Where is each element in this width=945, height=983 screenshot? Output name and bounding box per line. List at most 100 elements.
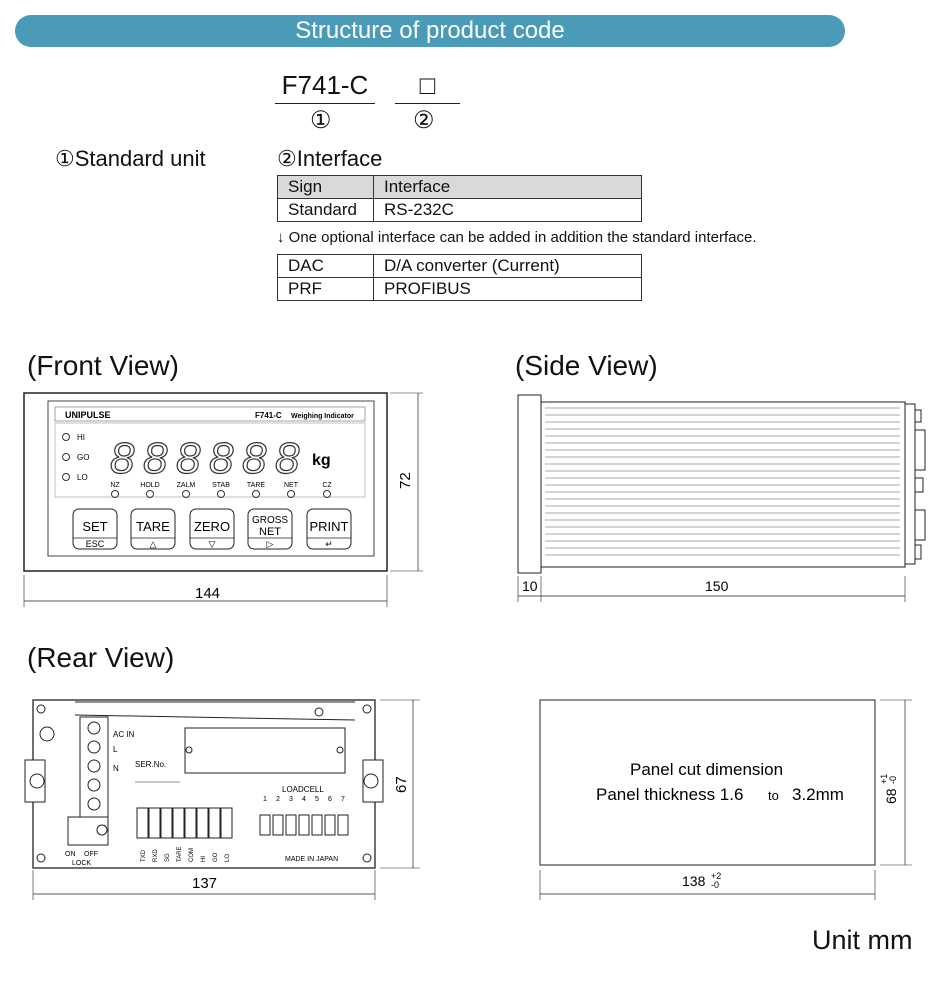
ser-no-label: SER.No. bbox=[135, 760, 166, 769]
model-name: F741-C bbox=[255, 411, 282, 420]
switch-on-label: ON bbox=[65, 851, 76, 858]
terminal-pin bbox=[136, 807, 149, 839]
status-label: TARE bbox=[247, 482, 265, 489]
switch-off-label: OFF bbox=[84, 851, 98, 858]
lamp-label: GO bbox=[77, 453, 89, 462]
panel-cut-drawing: Panel cut dimension Panel thickness 1.6 … bbox=[539, 699, 912, 900]
lamp-label: LO bbox=[77, 473, 88, 482]
terminal-pin bbox=[160, 807, 173, 839]
terminal-screw bbox=[87, 721, 101, 735]
panel-width-dim: 138 bbox=[682, 873, 706, 889]
loadcell-pin bbox=[337, 814, 349, 836]
key-tare-button: TARE △ bbox=[130, 508, 176, 550]
panel-height-tol-minus: -0 bbox=[888, 776, 898, 784]
panel-thickness-a: Panel thickness 1.6 bbox=[596, 785, 743, 804]
loadcell-pin-label: 3 bbox=[289, 796, 293, 803]
loadcell-pin bbox=[285, 814, 297, 836]
terminal-pin bbox=[172, 807, 185, 839]
key-body bbox=[72, 508, 118, 550]
status-lamp bbox=[287, 490, 295, 498]
display-digit: 8 bbox=[275, 434, 300, 483]
switch-lock-label: LOCK bbox=[72, 860, 91, 867]
display-digit: 8 bbox=[176, 434, 201, 483]
key-label: NET bbox=[259, 526, 281, 538]
interface-table: Sign Interface Standard RS-232C bbox=[277, 175, 642, 222]
section-banner: Structure of product code bbox=[15, 15, 845, 47]
brand-logo: UNIPULSE bbox=[65, 410, 111, 420]
product-code-option-box: □ bbox=[395, 70, 460, 104]
model-desc: Weighing Indicator bbox=[291, 413, 354, 420]
status-lamp bbox=[182, 490, 190, 498]
option-table: DAC D/A converter (Current) PRF PROFIBUS bbox=[277, 254, 642, 301]
key-label: TARE bbox=[136, 519, 170, 534]
terminal-pin-label: COM bbox=[189, 848, 195, 862]
side-view-drawing: 10 150 bbox=[517, 394, 926, 602]
key-label: PRINT bbox=[310, 519, 349, 534]
loadcell-pin-label: 7 bbox=[341, 796, 345, 803]
key-sub-label: ↵ bbox=[325, 539, 333, 549]
front-view-drawing: UNIPULSE F741-C Weighing Indicator HI GO L… bbox=[23, 392, 423, 607]
terminal-pin-label: RXD bbox=[153, 849, 159, 862]
key-label: ZERO bbox=[194, 519, 230, 534]
table-cell: PROFIBUS bbox=[373, 277, 642, 301]
interface-note: ↓ One optional interface can be added in… bbox=[277, 229, 757, 246]
terminal-screw bbox=[87, 759, 101, 773]
panel-cut-title: Panel cut dimension bbox=[630, 760, 783, 779]
code-marker-1: ① bbox=[310, 107, 332, 134]
terminal-pin bbox=[184, 807, 197, 839]
rear-height-dim: 67 bbox=[393, 776, 410, 793]
status-label: STAB bbox=[212, 482, 230, 489]
key-sub-label: ▽ bbox=[209, 539, 216, 549]
table-row: DAC D/A converter (Current) bbox=[277, 254, 642, 278]
key-print-button: PRINT ↵ bbox=[306, 508, 352, 550]
panel-height-tol-plus: +1 bbox=[879, 774, 889, 784]
lamp-label: HI bbox=[77, 433, 85, 442]
status-label: CZ bbox=[322, 482, 332, 489]
key-body bbox=[247, 508, 293, 550]
table-cell: PRF bbox=[277, 277, 374, 301]
ac-in-label: AC IN bbox=[113, 730, 135, 739]
display-digit: 8 bbox=[110, 434, 135, 483]
unit-footer: Unit mm bbox=[812, 925, 913, 955]
product-code-base: F741-C bbox=[275, 70, 375, 104]
interface-label: ②Interface bbox=[277, 146, 383, 171]
display-digit: 8 bbox=[143, 434, 168, 483]
terminal-pin-label: TARE bbox=[177, 846, 183, 862]
terminal-pin-label: GO bbox=[213, 852, 219, 862]
panel-width-tol-plus: +2 bbox=[711, 871, 721, 881]
terminal-pin bbox=[220, 807, 233, 839]
table-cell: RS-232C bbox=[373, 198, 642, 222]
code-marker-2: ② bbox=[413, 107, 435, 134]
key-sub-label: △ bbox=[150, 539, 157, 549]
front-view-title: (Front View) bbox=[27, 350, 179, 381]
key-zero-button: ZERO ▽ bbox=[189, 508, 235, 550]
status-lamp bbox=[252, 490, 260, 498]
terminal-pin-label: LO bbox=[225, 854, 231, 862]
table-cell: D/A converter (Current) bbox=[373, 254, 642, 278]
table-row: PRF PROFIBUS bbox=[277, 277, 642, 301]
loadcell-pin-label: 1 bbox=[263, 796, 267, 803]
key-sub-label: ▷ bbox=[267, 539, 274, 549]
display-digit: 8 bbox=[209, 434, 234, 483]
key-body bbox=[189, 508, 235, 550]
status-label: NZ bbox=[110, 482, 120, 489]
panel-width-tol-minus: -0 bbox=[711, 880, 719, 890]
status-label: HOLD bbox=[140, 482, 159, 489]
loadcell-label: LOADCELL bbox=[282, 785, 324, 794]
side-front-dim: 10 bbox=[522, 578, 538, 594]
table-cell: Standard bbox=[277, 198, 374, 222]
front-height-dim: 72 bbox=[397, 472, 414, 489]
table-header-sign: Sign bbox=[277, 175, 374, 199]
panel-thickness-to: to bbox=[768, 788, 779, 803]
side-view-title: (Side View) bbox=[515, 350, 658, 381]
terminal-pin bbox=[148, 807, 161, 839]
loadcell-pin-label: 4 bbox=[302, 796, 306, 803]
key-body bbox=[130, 508, 176, 550]
side-depth-dim: 150 bbox=[705, 578, 729, 594]
status-lamp bbox=[217, 490, 225, 498]
panel-height-dim: 68 bbox=[883, 788, 899, 804]
terminal-pin bbox=[196, 807, 209, 839]
front-width-dim: 144 bbox=[195, 585, 220, 602]
